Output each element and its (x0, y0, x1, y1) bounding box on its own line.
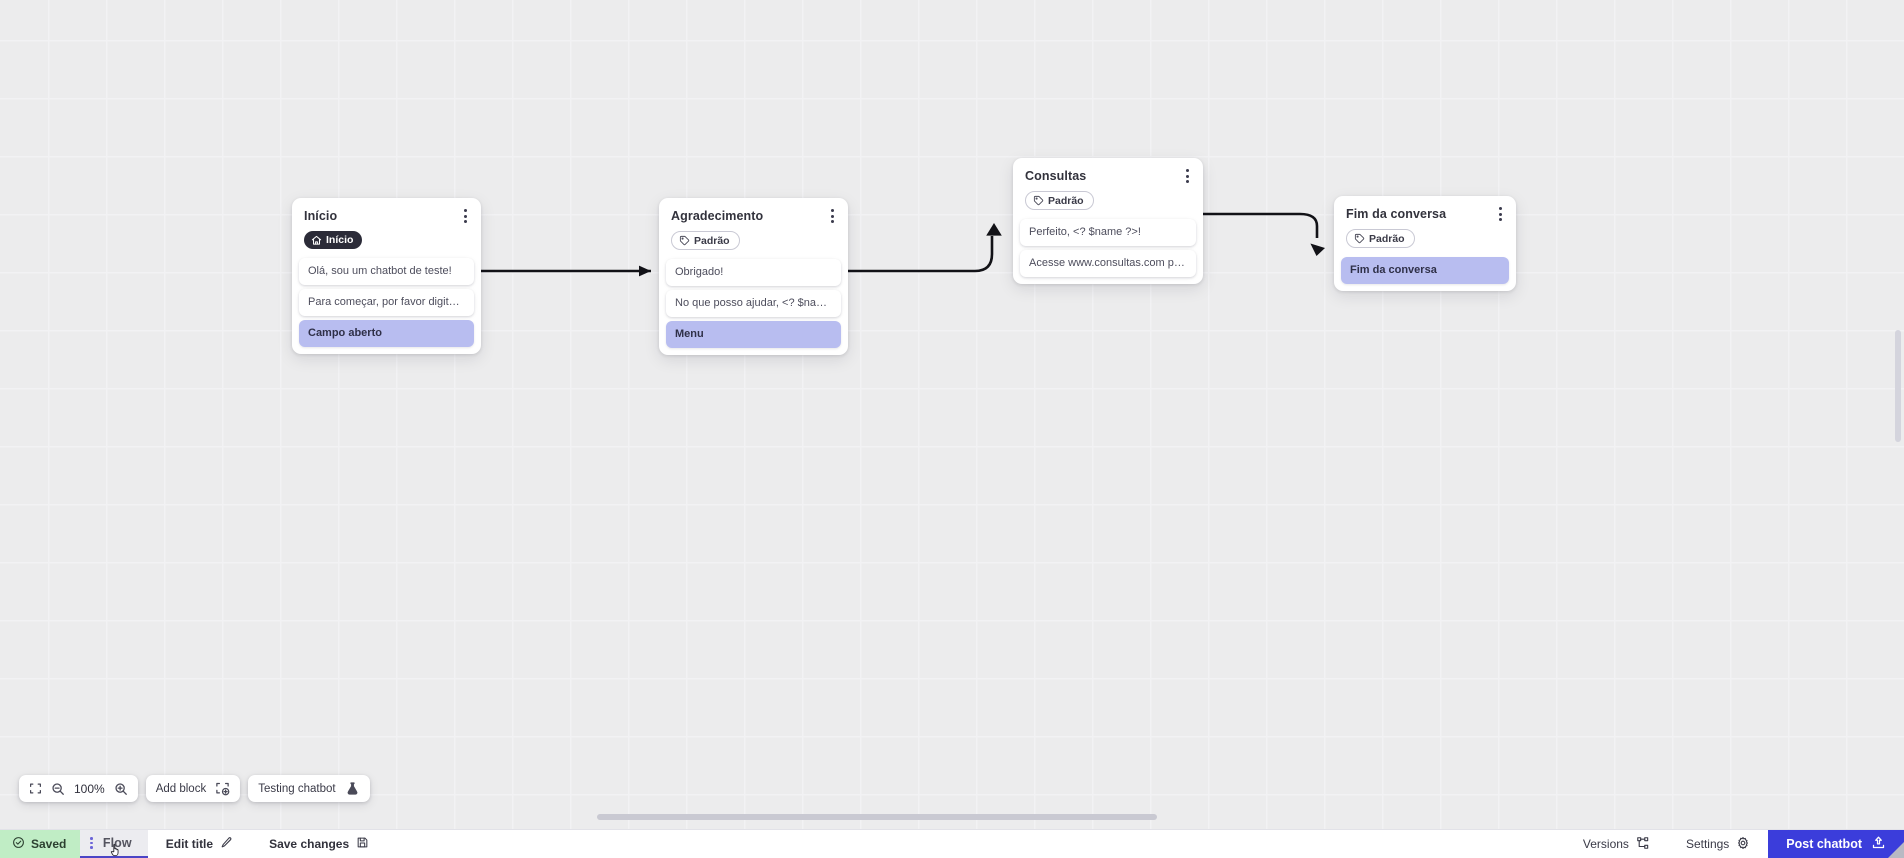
flow-block-message[interactable]: Para começar, por favor digite o ... (299, 289, 474, 316)
canvas-toolbar: 100% Add block (19, 775, 370, 802)
post-chatbot-button[interactable]: Post chatbot (1768, 830, 1904, 858)
flow-block-action[interactable]: Campo aberto (299, 320, 474, 347)
tag-icon (1354, 233, 1365, 244)
flow-block-action[interactable]: Fim da conversa (1341, 257, 1509, 284)
flow-node-fim-da-conversa[interactable]: Fim da conversa Padrão (1334, 196, 1516, 291)
arrowhead-consultas-to-fim (1310, 243, 1325, 256)
node-block-list: Olá, sou um chatbot de teste! Para começ… (292, 258, 481, 354)
node-menu-button[interactable] (1183, 168, 1192, 184)
node-header: Consultas Padrão (1013, 158, 1203, 219)
flow-block-message[interactable]: Olá, sou um chatbot de teste! (299, 258, 474, 285)
status-badge-saved: Saved (0, 830, 81, 858)
check-circle-icon (12, 836, 25, 852)
add-block-button[interactable]: Add block (145, 775, 241, 802)
node-title-row: Agradecimento (671, 209, 837, 224)
node-badge-label: Padrão (1048, 194, 1084, 207)
versions-button[interactable]: Versions (1565, 830, 1668, 858)
node-title: Início (304, 209, 338, 223)
saved-label: Saved (31, 837, 67, 851)
testing-chatbot-label: Testing chatbot (258, 782, 336, 795)
bottom-bar-right: Versions Settings (1565, 830, 1904, 858)
canvas-inner: Início Início (292, 158, 1516, 355)
pencil-icon (220, 836, 233, 852)
node-block-list: Fim da conversa (1334, 257, 1516, 291)
node-menu-button[interactable] (828, 208, 837, 224)
versions-label: Versions (1582, 837, 1629, 851)
fit-screen-icon[interactable] (29, 782, 42, 795)
add-block-icon (215, 781, 230, 796)
save-changes-button[interactable]: Save changes (251, 830, 387, 858)
horizontal-scrollbar[interactable] (597, 814, 1157, 820)
edit-title-label: Edit title (165, 837, 214, 851)
node-title-row: Consultas (1025, 169, 1192, 184)
node-title: Agradecimento (671, 209, 764, 223)
floppy-disk-icon (356, 836, 369, 852)
flow-canvas[interactable]: Início Início (0, 0, 1904, 830)
node-title-row: Início (304, 209, 470, 224)
node-title: Fim da conversa (1346, 207, 1447, 221)
save-changes-label: Save changes (269, 837, 350, 851)
vertical-scrollbar[interactable] (1895, 330, 1901, 442)
arrowhead-agradecimento-to-consultas (986, 223, 1002, 236)
node-badge-default[interactable]: Padrão (1346, 229, 1415, 248)
node-block-list: Obrigado! No que posso ajudar, <? $name … (659, 259, 848, 355)
bottom-status-bar: Saved Flow Edit title (0, 829, 1904, 858)
node-header: Agradecimento Padrão (659, 198, 848, 259)
node-menu-button[interactable] (1496, 206, 1505, 222)
drag-handle-icon[interactable] (86, 837, 97, 849)
tab-flow-label: Flow (102, 836, 132, 850)
settings-button[interactable]: Settings (1668, 830, 1768, 858)
upload-icon (1871, 835, 1886, 853)
node-title: Consultas (1025, 169, 1087, 183)
branch-icon (1636, 836, 1650, 853)
tag-icon (679, 235, 690, 246)
testing-chatbot-button[interactable]: Testing chatbot (248, 775, 370, 802)
gear-icon (1736, 836, 1750, 853)
flow-block-action[interactable]: Menu (666, 321, 841, 348)
node-badge-label: Padrão (694, 234, 730, 247)
flow-block-message[interactable]: Perfeito, <? $name ?>! (1020, 219, 1196, 246)
node-title-row: Fim da conversa (1346, 207, 1505, 222)
edge-consultas-to-fim (1203, 212, 1319, 238)
bottom-bar-left: Saved Flow Edit title (0, 830, 387, 858)
node-header: Fim da conversa Padrão (1334, 196, 1516, 257)
flow-node-agradecimento[interactable]: Agradecimento Padrão (659, 198, 848, 355)
edge-agradecimento-to-consultas (848, 236, 994, 273)
zoom-level-label: 100% (74, 781, 105, 796)
tag-icon (1033, 195, 1044, 206)
flow-node-inicio[interactable]: Início Início (292, 198, 481, 354)
edit-title-button[interactable]: Edit title (148, 830, 251, 858)
arrowhead-inicio-to-agradecimento (639, 265, 651, 277)
node-badge-label: Padrão (1369, 232, 1405, 245)
settings-label: Settings (1685, 837, 1730, 851)
zoom-controls-group: 100% (19, 775, 138, 802)
node-block-list: Perfeito, <? $name ?>! Acesse www.consul… (1013, 219, 1203, 284)
add-block-label: Add block (155, 782, 207, 795)
node-header: Início Início (292, 198, 481, 258)
home-icon (311, 235, 322, 246)
node-badge-label: Início (326, 234, 354, 246)
node-menu-button[interactable] (461, 208, 470, 224)
zoom-out-icon[interactable] (51, 782, 65, 796)
flow-node-consultas[interactable]: Consultas Padrão (1013, 158, 1203, 284)
post-chatbot-label: Post chatbot (1786, 837, 1862, 851)
connector-layer (481, 212, 1325, 277)
node-badge-default[interactable]: Padrão (671, 231, 740, 250)
tab-flow[interactable]: Flow (80, 830, 148, 858)
node-badge-start[interactable]: Início (304, 231, 363, 249)
flow-block-message[interactable]: Obrigado! (666, 259, 841, 286)
node-badge-default[interactable]: Padrão (1025, 191, 1094, 210)
flow-block-message[interactable]: No que posso ajudar, <? $name ... (666, 290, 841, 317)
zoom-in-icon[interactable] (114, 782, 128, 796)
flask-icon (345, 781, 360, 796)
flow-block-message[interactable]: Acesse www.consultas.com par... (1020, 250, 1196, 277)
window-resize-handle[interactable] (1888, 842, 1904, 858)
